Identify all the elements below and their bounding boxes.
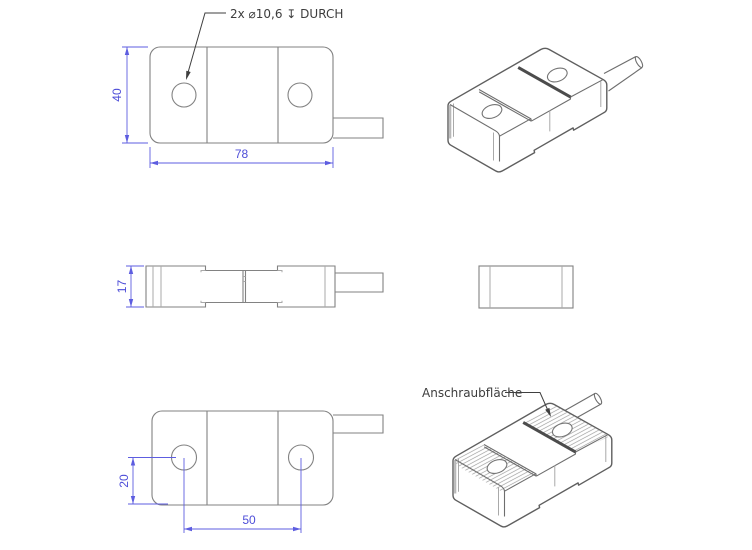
mounting-hole-left: [171, 82, 197, 108]
width-dimension: 78: [149, 147, 334, 168]
width-dimension-value: 78: [235, 147, 249, 161]
hole-callout: 2x ⌀10,6 ↧ DURCH: [186, 7, 343, 80]
hole-offset-dimension: 20: [117, 457, 176, 505]
mounting-surface-callout: Anschraubfläche: [422, 386, 551, 417]
part-outline-side: [145, 265, 336, 308]
leader-arrowhead-bottom: [545, 407, 551, 417]
rounded-corner-tangents-end: [489, 266, 563, 308]
section-division-lines: [206, 47, 279, 143]
leader-arrowhead: [186, 70, 191, 80]
cable-stub: [333, 117, 384, 139]
thickness-dimension: 17: [115, 265, 144, 308]
cable-stub-iso: [603, 56, 644, 92]
center-seam: [242, 270, 247, 303]
side-view: 17: [115, 265, 384, 308]
step-notches: [200, 270, 283, 303]
bottom-view: 20 50: [117, 410, 384, 533]
top-view: 40 78 2x ⌀10,6 ↧ DURCH: [110, 7, 384, 168]
part-outline-iso: [447, 47, 608, 173]
seam-ticks: [243, 276, 246, 282]
cable-stub-bottom: [333, 414, 384, 434]
rounded-corner-tangents: [152, 266, 326, 307]
thickness-dimension-value: 17: [115, 280, 129, 294]
cable-end-cap: [634, 56, 644, 68]
hole-offset-value: 20: [117, 474, 131, 488]
iso-view-bottom: Anschraubfläche: [422, 386, 613, 528]
height-dimension: 40: [110, 46, 148, 144]
end-view: [478, 265, 574, 309]
height-dimension-value: 40: [110, 88, 124, 102]
cable-end-cap-bottom: [593, 392, 603, 405]
mounting-surface-label: Anschraubfläche: [422, 386, 522, 400]
section-division-lines-bottom: [206, 411, 279, 505]
hole-spacing-value: 50: [242, 513, 256, 527]
iso-view-top: [447, 47, 644, 173]
part-outline: [149, 46, 334, 144]
mounting-hole-right: [287, 82, 313, 108]
part-outline-bottom: [151, 410, 334, 506]
cable-stub-side: [335, 272, 384, 293]
hole-callout-text: 2x ⌀10,6 ↧ DURCH: [230, 7, 343, 21]
part-outline-end: [478, 265, 574, 309]
hole-spacing-dimension: 50: [183, 458, 302, 533]
